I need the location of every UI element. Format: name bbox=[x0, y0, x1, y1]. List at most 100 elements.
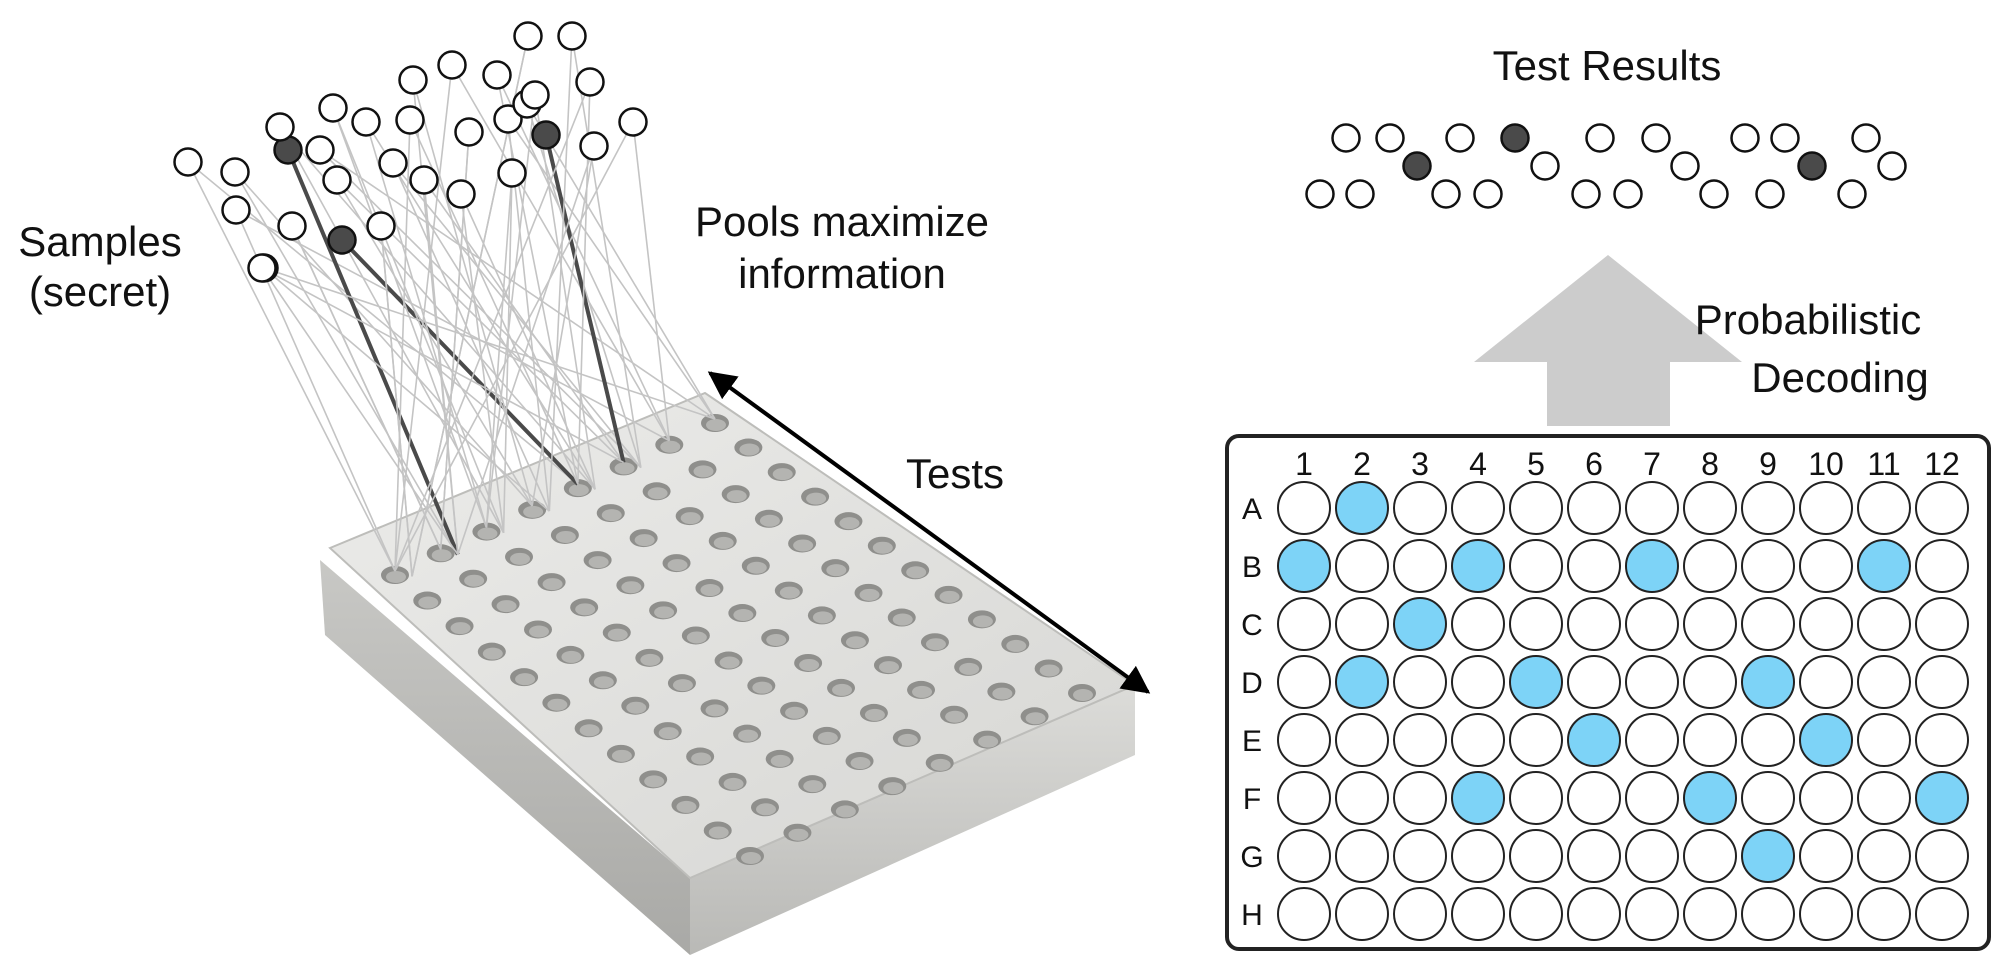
plate-3d-well-bottom bbox=[676, 800, 697, 813]
plate-well bbox=[1799, 829, 1853, 883]
plate-well bbox=[1625, 887, 1679, 941]
plate-3d-well-bottom bbox=[482, 647, 503, 660]
plate-well-positive bbox=[1741, 655, 1795, 709]
plate-well-positive bbox=[1451, 539, 1505, 593]
result-circle bbox=[1305, 179, 1335, 209]
plate-well bbox=[1915, 539, 1969, 593]
result-circle bbox=[1445, 123, 1475, 153]
plate-3d-well-bottom bbox=[647, 487, 668, 500]
pool-line bbox=[632, 121, 671, 441]
plate-3d-well-bottom bbox=[496, 600, 517, 613]
pool-line bbox=[319, 149, 716, 420]
test-results-label: Test Results bbox=[1493, 42, 1722, 89]
sample-circle bbox=[366, 211, 396, 241]
result-circle bbox=[1585, 123, 1615, 153]
plate-3d-well-bottom bbox=[835, 805, 856, 818]
plate-3d-well-bottom bbox=[1073, 689, 1093, 701]
sample-circle bbox=[277, 211, 307, 241]
plate-wells bbox=[1277, 481, 1969, 941]
sample-circle bbox=[513, 21, 543, 51]
plate-3d-well-bottom bbox=[892, 613, 913, 626]
sample-circle bbox=[247, 253, 277, 283]
plate-well bbox=[1393, 713, 1447, 767]
plate-3d-well-bottom bbox=[523, 505, 544, 518]
plate-well-positive bbox=[1509, 655, 1563, 709]
plate-well bbox=[1915, 713, 1969, 767]
plate-3d-well-bottom bbox=[738, 729, 759, 742]
plate-well bbox=[1799, 771, 1853, 825]
plate-3d-well-bottom bbox=[959, 662, 980, 675]
plate-3d-well-bottom bbox=[741, 852, 761, 864]
sample-circle bbox=[265, 112, 295, 142]
pooling-lines bbox=[187, 35, 716, 577]
plate-column-label: 3 bbox=[1411, 446, 1429, 482]
plate-well bbox=[1683, 713, 1737, 767]
sample-circle bbox=[305, 135, 335, 165]
plate-3d-well-bottom bbox=[930, 758, 951, 771]
plate-well-positive bbox=[1335, 655, 1389, 709]
plate-3d-well-bottom bbox=[418, 596, 439, 609]
pool-line bbox=[502, 172, 513, 533]
plate-3d-well-bottom bbox=[978, 735, 999, 748]
plate-3d-well-bottom bbox=[803, 780, 824, 793]
sample-circle bbox=[409, 165, 439, 195]
plate-well bbox=[1335, 887, 1389, 941]
pool-line bbox=[319, 149, 642, 469]
plate-3d-well-bottom bbox=[859, 588, 880, 601]
pool-line bbox=[263, 267, 716, 420]
plate-row-label: H bbox=[1241, 899, 1263, 932]
plate-3d-well-bottom bbox=[1025, 712, 1046, 725]
result-circle bbox=[1699, 179, 1729, 209]
plate-well bbox=[1451, 829, 1505, 883]
sample-circles bbox=[173, 21, 648, 283]
plate-3d-well-bottom bbox=[906, 566, 927, 579]
pool-line bbox=[457, 145, 595, 555]
sample-circle bbox=[579, 131, 609, 161]
plate-well bbox=[1741, 887, 1795, 941]
plate-well bbox=[1335, 597, 1389, 651]
plate-3d-well-bottom bbox=[799, 658, 820, 671]
pool-line bbox=[365, 121, 596, 490]
plate-3d-well-bottom bbox=[477, 527, 498, 540]
plate-3d-well-bottom bbox=[770, 754, 791, 767]
plate-well-positive bbox=[1915, 771, 1969, 825]
tests-arrow bbox=[707, 371, 1151, 694]
sample-circle bbox=[437, 50, 467, 80]
pool-line bbox=[526, 103, 716, 420]
pool-line bbox=[261, 267, 459, 556]
plate-3d-well-bottom bbox=[872, 541, 893, 554]
plate-well bbox=[1393, 539, 1447, 593]
plate-well bbox=[1683, 655, 1737, 709]
plate-row-label: B bbox=[1242, 551, 1262, 584]
result-circle-positive bbox=[1797, 151, 1827, 181]
plate-well bbox=[1625, 829, 1679, 883]
pool-line bbox=[234, 171, 459, 556]
plate-3d-well-bottom bbox=[667, 559, 688, 572]
plate-column-label: 6 bbox=[1585, 446, 1603, 482]
plate-3d-well-bottom bbox=[601, 509, 622, 522]
pool-line bbox=[571, 35, 642, 468]
pool-line bbox=[496, 74, 671, 442]
plate-well bbox=[1915, 829, 1969, 883]
plate-well-positive bbox=[1741, 829, 1795, 883]
pool-line bbox=[263, 267, 550, 512]
plate-well bbox=[1683, 481, 1737, 535]
plate-3d-well-bottom bbox=[708, 826, 729, 839]
plate-well-positive bbox=[1683, 771, 1737, 825]
plate-well bbox=[1625, 713, 1679, 767]
pool-line bbox=[394, 64, 453, 572]
plate-well bbox=[1567, 597, 1621, 651]
plate-3d-well-bottom bbox=[611, 749, 632, 762]
plate-3d-well-bottom bbox=[705, 704, 726, 717]
plate-3d-well-bottom bbox=[626, 701, 647, 714]
plate-well bbox=[1451, 655, 1505, 709]
plate-well-positive bbox=[1799, 713, 1853, 767]
plate-3d-well-bottom bbox=[897, 733, 918, 746]
plate-well bbox=[1509, 713, 1563, 767]
sample-circle bbox=[318, 93, 348, 123]
plate-well bbox=[1857, 655, 1911, 709]
pool-line bbox=[365, 121, 488, 528]
plate-3d-well-bottom bbox=[680, 512, 701, 525]
sample-circle bbox=[322, 165, 352, 195]
